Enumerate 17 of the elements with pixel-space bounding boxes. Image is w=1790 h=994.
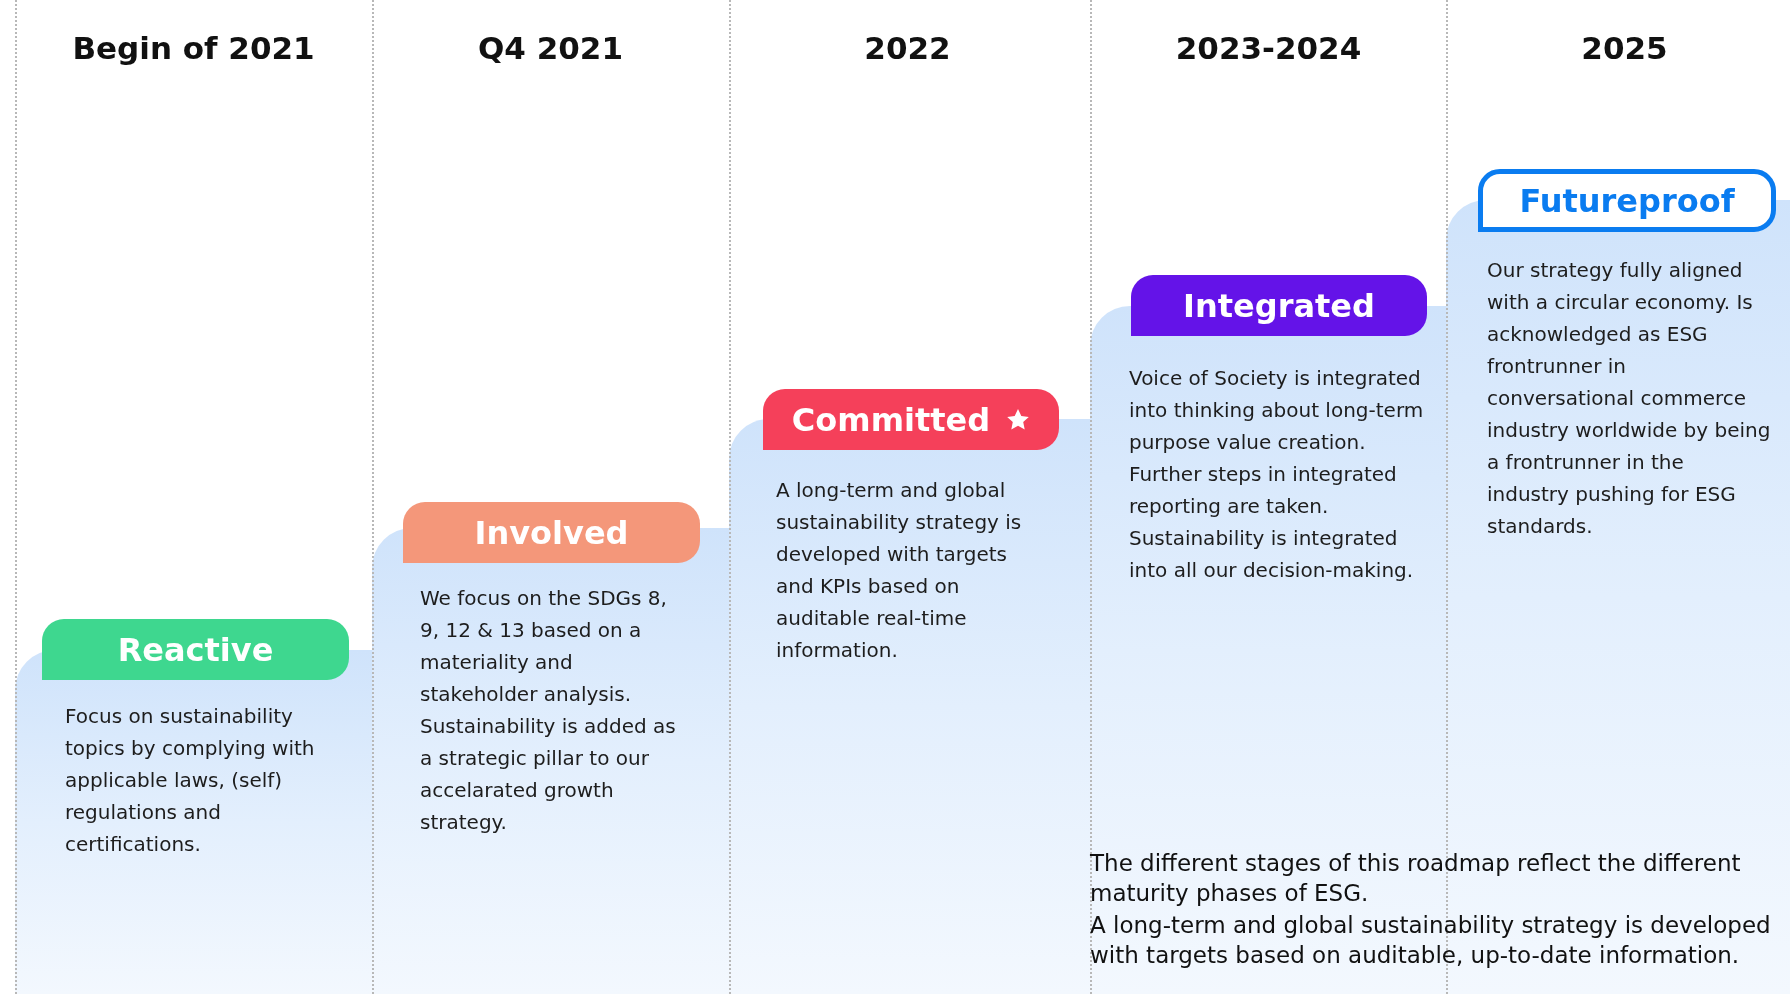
stage-pill: Involved [403, 502, 700, 563]
stage-description: Our strategy fully aligned with a circular economy. Is acknowledged as ESG frontrunner in conversational commerce industry worldwide by being a frontrunner in the industry pushing for ESG standards. [1487, 257, 1772, 540]
year-heading: 2025 [1580, 30, 1669, 66]
stage-pill: Futureproof [1478, 169, 1776, 232]
stage-pill: Integrated [1131, 275, 1427, 336]
year-heading: 2022 [863, 30, 952, 66]
stage-description: We focus on the SDGs 8, 9, 12 & 13 based on a materiality and stakeholder analysis. Sustainability is added as a strategic pillar to our accelarated growth strategy. [420, 585, 677, 836]
stage-pill: Reactive [42, 619, 349, 680]
year-heading: Begin of 2021 [71, 30, 316, 66]
footnote: A long-term and global sustainability strategy is developed with targets based on auditable, up-to-date information. [1090, 911, 1772, 970]
stage-pill: Committed [763, 389, 1059, 450]
year-heading: 2023-2024 [1174, 30, 1363, 66]
stage-description: A long-term and global sustainability strategy is developed with targets and KPIs based on auditable real-time information. [776, 477, 1023, 664]
year-heading: Q4 2021 [477, 30, 624, 66]
footnote: The different stages of this roadmap reflect the different maturity phases of ESG. [1090, 849, 1742, 908]
stage-description: Voice of Society is integrated into thinking about long-term purpose value creation. Further steps in integrated reporting are taken. Sustainability is integrated into all our decision-making. [1129, 365, 1425, 584]
stage-description: Focus on sustainability topics by complying with applicable laws, (self) regulations and certifications. [65, 703, 316, 858]
